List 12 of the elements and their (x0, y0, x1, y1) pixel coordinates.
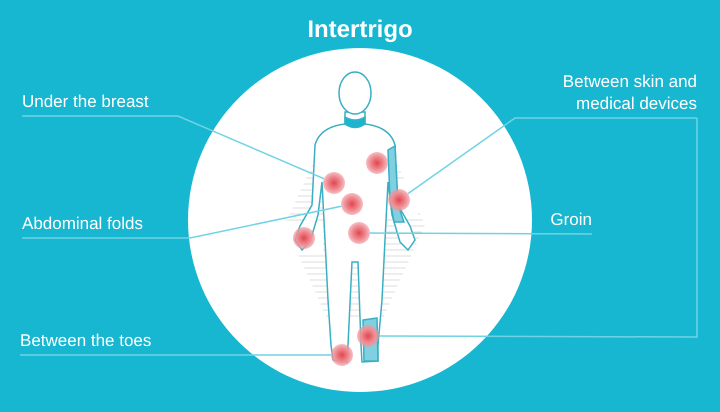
location-label: Groin (550, 209, 592, 234)
leader-line (22, 115, 324, 180)
leader-line (408, 117, 697, 194)
title: Intertrigo (306, 15, 414, 45)
location-label: Under the breast (22, 92, 149, 116)
leader-line (370, 232, 592, 235)
location-label: Abdominal folds (22, 213, 143, 238)
leader-line (379, 118, 698, 338)
location-label: Between skin and medical devices (537, 70, 697, 118)
location-label: Between the toes (20, 330, 152, 355)
leader-line (20, 354, 331, 356)
leader-line (22, 206, 342, 239)
